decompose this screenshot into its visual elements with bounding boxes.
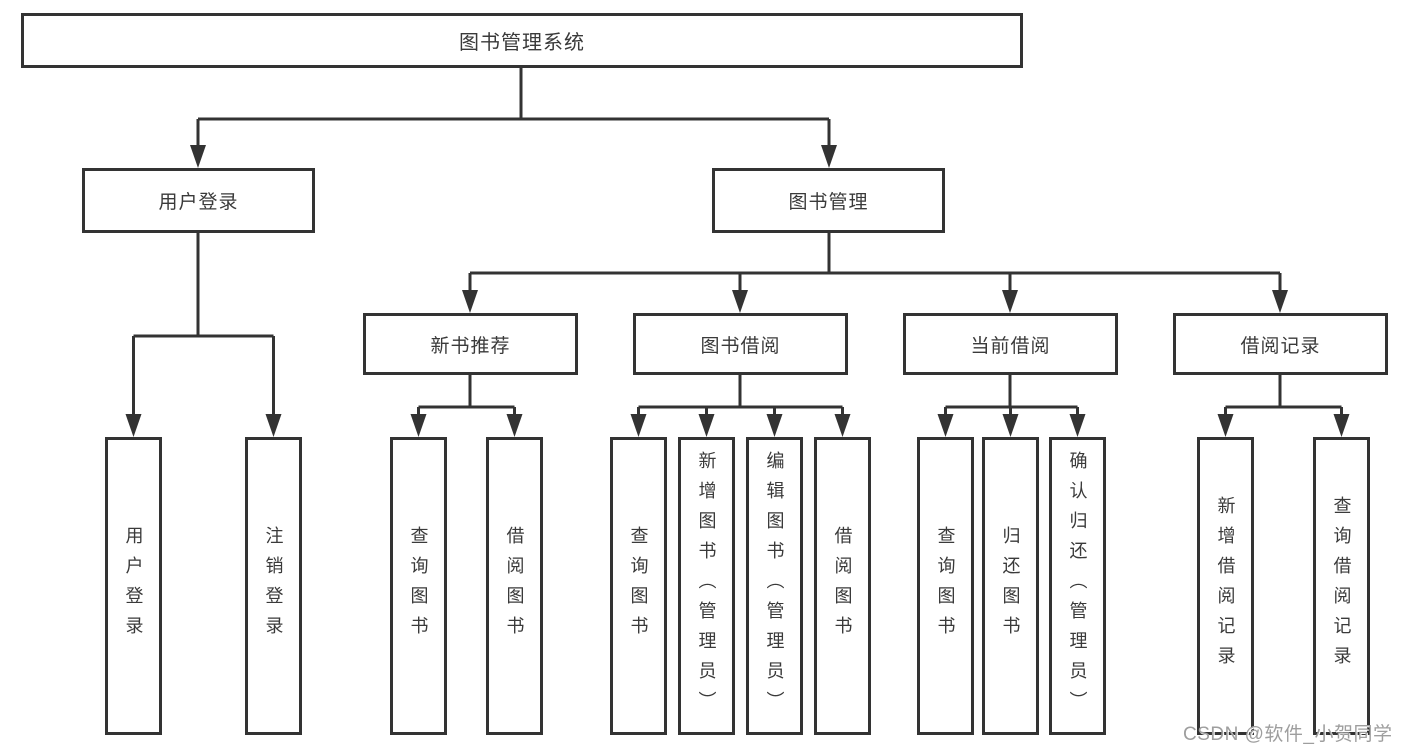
leaf-borrow-books: 借阅图书 — [814, 437, 871, 735]
node-label: 查询图书 — [935, 526, 956, 646]
node-label: 当前借阅 — [970, 335, 1051, 357]
node-label: 新书推荐 — [430, 335, 511, 357]
node-book-borrow: 图书借阅 — [633, 313, 848, 375]
leaf-return-books: 归还图书 — [982, 437, 1039, 735]
node-label: 查询图书 — [408, 526, 429, 646]
node-label: 注销登录 — [263, 526, 284, 646]
node-new-book-recommend: 新书推荐 — [363, 313, 578, 375]
node-borrow-records: 借阅记录 — [1173, 313, 1388, 375]
node-label: 用户登录 — [123, 526, 144, 646]
leaf-edit-books-admin: 编辑图书（管理员） — [746, 437, 803, 735]
node-label: 新增借阅记录 — [1215, 496, 1236, 676]
node-label: 借阅记录 — [1240, 335, 1321, 357]
node-label: 查询图书 — [628, 526, 649, 646]
leaf-confirm-return-admin: 确认归还（管理员） — [1049, 437, 1106, 735]
node-library-system: 图书管理系统 — [21, 13, 1023, 68]
leaf-add-books-admin: 新增图书（管理员） — [678, 437, 735, 735]
leaf-query-borrow-record: 查询借阅记录 — [1313, 437, 1370, 735]
node-label: 归还图书 — [1000, 526, 1021, 646]
node-label: 图书借阅 — [700, 335, 781, 357]
node-label: 借阅图书 — [504, 526, 525, 646]
node-label: 确认归还（管理员） — [1067, 451, 1088, 721]
node-label: 图书管理 — [788, 192, 869, 213]
csdn-watermark: CSDN @软件_小贺同学 — [1183, 724, 1393, 745]
node-label: 用户登录 — [158, 192, 239, 213]
node-label: 新增图书（管理员） — [696, 451, 717, 721]
node-user-login: 用户登录 — [82, 168, 315, 233]
node-label: 查询借阅记录 — [1331, 496, 1352, 676]
node-label: 图书管理系统 — [459, 32, 585, 54]
leaf-user-login: 用户登录 — [105, 437, 162, 735]
leaf-query-books-current: 查询图书 — [917, 437, 974, 735]
leaf-borrow-books-recommend: 借阅图书 — [486, 437, 543, 735]
node-current-borrow: 当前借阅 — [903, 313, 1118, 375]
leaf-query-books-borrow: 查询图书 — [610, 437, 667, 735]
node-label: 借阅图书 — [832, 526, 853, 646]
node-label: 编辑图书（管理员） — [764, 451, 785, 721]
leaf-query-books-recommend: 查询图书 — [390, 437, 447, 735]
node-book-management: 图书管理 — [712, 168, 945, 233]
leaf-logout: 注销登录 — [245, 437, 302, 735]
leaf-add-borrow-record: 新增借阅记录 — [1197, 437, 1254, 735]
